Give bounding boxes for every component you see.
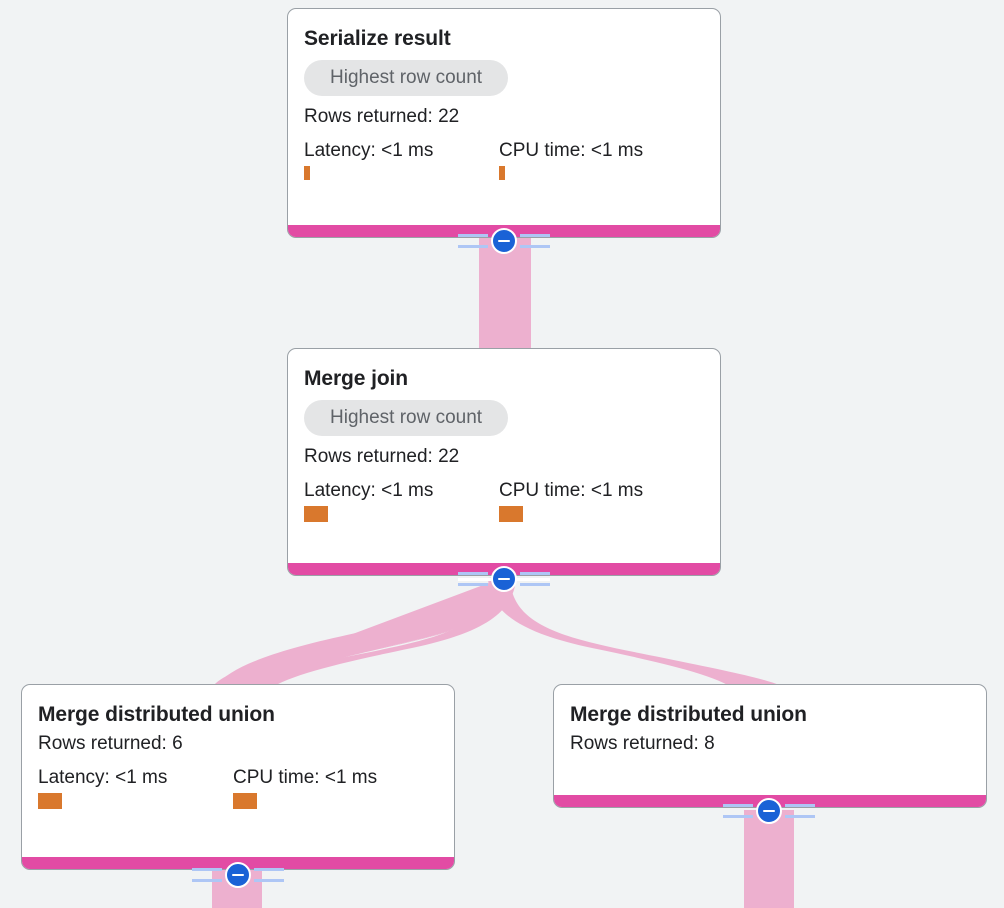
metrics-row: Latency: <1 ms CPU time: <1 ms: [304, 140, 704, 180]
collapse-toggle-union-left[interactable]: [192, 862, 284, 888]
node-title: Serialize result: [304, 27, 451, 50]
node-merge-distributed-union-right[interactable]: Merge distributed union Rows returned: 8: [553, 684, 987, 808]
badge-row: Highest row count: [304, 400, 704, 436]
edge-union-right-to-child: [744, 810, 794, 908]
toggle-connector-lines: [458, 232, 550, 250]
toggle-connector-lines: [723, 802, 815, 820]
rows-returned: Rows returned: 6: [38, 733, 183, 754]
node-content: Merge join Highest row count Rows return…: [288, 349, 720, 522]
node-content: Merge distributed union Rows returned: 6…: [22, 685, 454, 809]
metric-cpu-time: CPU time: <1 ms: [499, 140, 694, 180]
metric-latency: Latency: <1 ms: [304, 480, 499, 522]
metric-bar: [233, 793, 257, 809]
edge-left-ribbon-fill: [213, 580, 506, 688]
metric-label: Latency: <1 ms: [304, 480, 434, 501]
status-badge: Highest row count: [304, 400, 509, 436]
metric-bar: [38, 793, 62, 809]
metrics-row: Latency: <1 ms CPU time: <1 ms: [38, 767, 438, 809]
metric-label: Latency: <1 ms: [38, 767, 168, 788]
metric-bar: [304, 506, 328, 522]
minus-circle-icon[interactable]: [225, 862, 251, 888]
collapse-toggle-union-right[interactable]: [723, 798, 815, 824]
edge-left-thick: [212, 576, 516, 692]
edge-merge-join-to-union-right: [488, 576, 792, 692]
edge-merge-join-to-union-left-shape: [213, 578, 508, 686]
collapse-toggle-serialize-result[interactable]: [458, 228, 550, 254]
collapse-toggle-merge-join[interactable]: [458, 566, 550, 592]
metric-cpu-time: CPU time: <1 ms: [499, 480, 694, 522]
node-content: Merge distributed union Rows returned: 8: [554, 685, 986, 756]
node-card[interactable]: Serialize result Highest row count Rows …: [287, 8, 721, 238]
rows-returned: Rows returned: 22: [304, 446, 460, 467]
node-content: Serialize result Highest row count Rows …: [288, 9, 720, 180]
metric-label: Latency: <1 ms: [304, 140, 434, 161]
rows-returned: Rows returned: 22: [304, 106, 460, 127]
metric-label: CPU time: <1 ms: [233, 767, 378, 788]
minus-circle-icon[interactable]: [491, 228, 517, 254]
node-merge-join[interactable]: Merge join Highest row count Rows return…: [287, 348, 721, 576]
minus-circle-icon[interactable]: [756, 798, 782, 824]
metric-label: CPU time: <1 ms: [499, 480, 644, 501]
node-title: Merge join: [304, 367, 409, 390]
edge-merge-join-to-union-left-body: [214, 578, 502, 688]
node-card[interactable]: Merge join Highest row count Rows return…: [287, 348, 721, 576]
metrics-row: Latency: <1 ms CPU time: <1 ms: [304, 480, 704, 522]
node-merge-distributed-union-left[interactable]: Merge distributed union Rows returned: 6…: [21, 684, 455, 870]
node-card[interactable]: Merge distributed union Rows returned: 6…: [21, 684, 455, 870]
toggle-connector-lines: [192, 866, 284, 884]
metric-cpu-time: CPU time: <1 ms: [233, 767, 428, 809]
node-title: Merge distributed union: [570, 703, 807, 726]
node-serialize-result[interactable]: Serialize result Highest row count Rows …: [287, 8, 721, 238]
node-card[interactable]: Merge distributed union Rows returned: 8: [553, 684, 987, 808]
metric-latency: Latency: <1 ms: [304, 140, 499, 180]
metric-bar: [499, 166, 505, 180]
status-badge: Highest row count: [304, 60, 509, 96]
metric-bar: [304, 166, 310, 180]
metric-bar: [499, 506, 523, 522]
edge-merge-join-to-union-left: [214, 576, 497, 686]
node-title: Merge distributed union: [38, 703, 275, 726]
badge-row: Highest row count: [304, 60, 704, 96]
metric-label: CPU time: <1 ms: [499, 140, 644, 161]
metric-latency: Latency: <1 ms: [38, 767, 233, 809]
minus-circle-icon[interactable]: [491, 566, 517, 592]
rows-returned: Rows returned: 8: [570, 733, 715, 754]
